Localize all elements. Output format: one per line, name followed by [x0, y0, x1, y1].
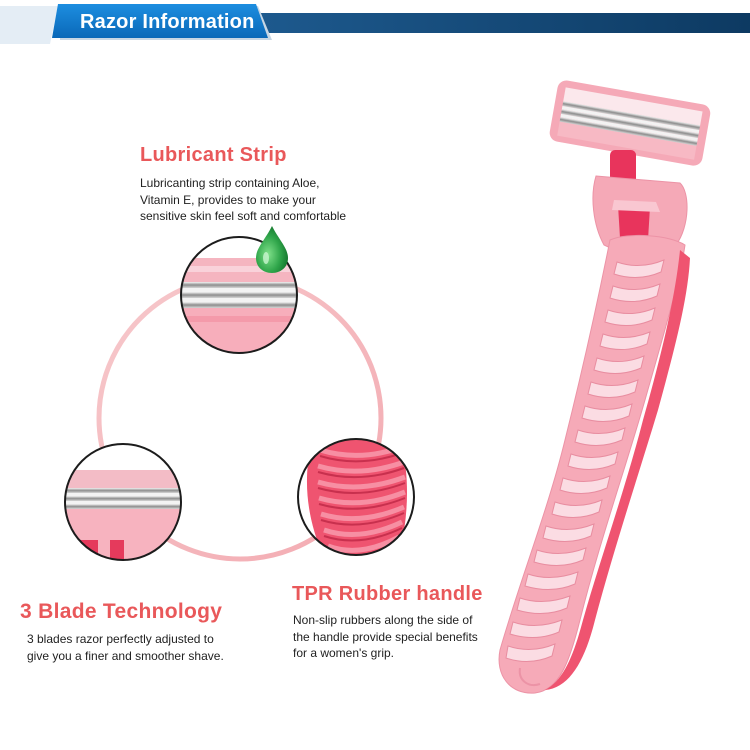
razor-head	[549, 80, 711, 166]
blade-technology-title: 3 Blade Technology	[20, 600, 223, 623]
green-water-drop-icon	[256, 226, 288, 273]
feature-rubber-handle: TPR Rubber handle Non-slip rubbers along…	[292, 584, 532, 662]
rubber-handle-line-3: for a women's grip.	[293, 646, 394, 660]
blade-technology-line-1: 3 blades razor perfectly adjusted to	[27, 632, 214, 646]
banner-background	[0, 4, 750, 44]
drop-highlight	[263, 252, 269, 264]
rubber-handle-line-2: the handle provide special benefits	[293, 629, 478, 644]
rubber-handle-line-1: Non-slip rubbers along the side of	[293, 613, 473, 627]
rubber-grip-closeup	[297, 438, 415, 556]
blade-closeup	[64, 443, 182, 561]
blade-technology-line-2: give you a finer and smoother shave.	[27, 648, 224, 663]
lubricant-strip-line-1: Lubricanting strip containing Aloe,	[140, 176, 320, 190]
banner-title: Razor Information	[80, 11, 255, 33]
header-banner: Razor Information	[0, 0, 750, 46]
lubricant-strip-line-2: Vitamin E, provides to make your	[140, 192, 316, 207]
feature-lubricant-strip: Lubricant Strip Lubricanting strip conta…	[140, 145, 410, 225]
lubricant-strip-title: Lubricant Strip	[140, 144, 287, 166]
rubber-handle-title: TPR Rubber handle	[292, 583, 483, 605]
feature-blade-technology: 3 Blade Technology 3 blades razor perfec…	[20, 601, 300, 664]
lubricant-strip-line-3: sensitive skin feel soft and comfortable	[140, 209, 347, 223]
pink-razor	[498, 80, 711, 694]
razor-handle	[498, 235, 690, 694]
lubricant-strip-closeup	[180, 236, 298, 354]
